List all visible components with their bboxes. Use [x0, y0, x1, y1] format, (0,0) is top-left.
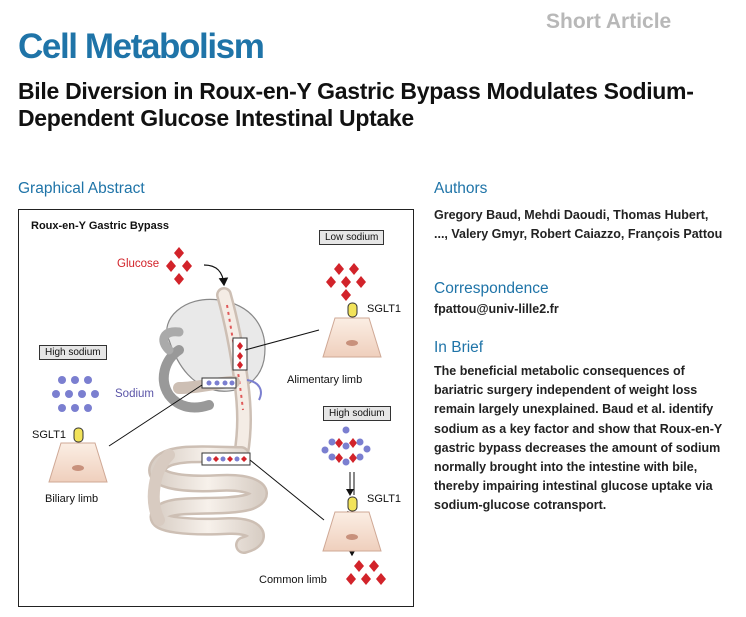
connector-line-biliary — [108, 384, 203, 447]
sodium-molecules-biliary — [52, 376, 99, 412]
in-brief-text: The beneficial metabolic consequences of… — [434, 364, 723, 513]
low-sodium-tag: Low sodium — [319, 230, 385, 245]
glucose-molecules-alimentary — [326, 263, 366, 301]
authors-list: Gregory Baud, Mehdi Daoudi, Thomas Huber… — [434, 208, 723, 241]
sglt1-transporter-left — [73, 427, 84, 443]
glucose-molecules-top — [166, 247, 192, 285]
glucose-arrow — [203, 264, 229, 287]
alimentary-limb-label: Alimentary limb — [287, 374, 363, 386]
biliary-limb-label: Biliary limb — [45, 493, 99, 505]
figure-title: Roux-en-Y Gastric Bypass — [31, 220, 169, 232]
graphical-abstract-heading: Graphical Abstract — [18, 180, 145, 197]
figure-drawing — [48, 247, 386, 585]
sglt1-label-left: SGLT1 — [32, 429, 67, 441]
authors-heading: Authors — [434, 180, 488, 197]
journal-name: Cell Metabolism — [18, 27, 265, 66]
article-type-label: Short Article — [546, 10, 672, 33]
glucose-molecules-common-bottom — [346, 560, 386, 585]
cell-nucleus-left — [72, 465, 84, 471]
cell-nucleus-right — [346, 534, 358, 540]
high-sodium-tag-left: High sodium — [39, 345, 107, 360]
connector-line-common — [249, 459, 325, 521]
sglt1-transporter-top — [347, 302, 358, 318]
sodium-label: Sodium — [115, 388, 154, 400]
article-title: Bile Diversion in Roux-en-Y Gastric Bypa… — [18, 78, 694, 131]
enterocyte-cell-right — [322, 511, 382, 552]
sodium-molecules-common — [321, 426, 371, 466]
small-intestine-illustration — [147, 445, 268, 554]
cell-nucleus-top — [346, 340, 358, 346]
common-limb-label: Common limb — [259, 574, 327, 586]
correspondence-email[interactable]: fpattou@univ-lille2.fr — [434, 302, 559, 316]
in-brief-heading: In Brief — [434, 339, 484, 356]
biliary-limb-illustration — [173, 376, 262, 401]
glucose-molecules-common-top — [335, 438, 357, 463]
graphical-abstract-figure: Roux-en-Y Gastric Bypass Glucose Low sod… — [18, 209, 414, 607]
sglt1-label-top: SGLT1 — [367, 303, 402, 315]
high-sodium-tag-right: High sodium — [323, 406, 391, 421]
alimentary-limb-illustration — [216, 287, 252, 463]
connector-line-alimentary — [244, 329, 320, 351]
enterocyte-cell-left — [48, 442, 108, 483]
sglt1-label-right: SGLT1 — [367, 493, 402, 505]
correspondence-heading: Correspondence — [434, 280, 549, 297]
glucose-label: Glucose — [117, 258, 160, 270]
enterocyte-cell-top — [322, 317, 382, 358]
